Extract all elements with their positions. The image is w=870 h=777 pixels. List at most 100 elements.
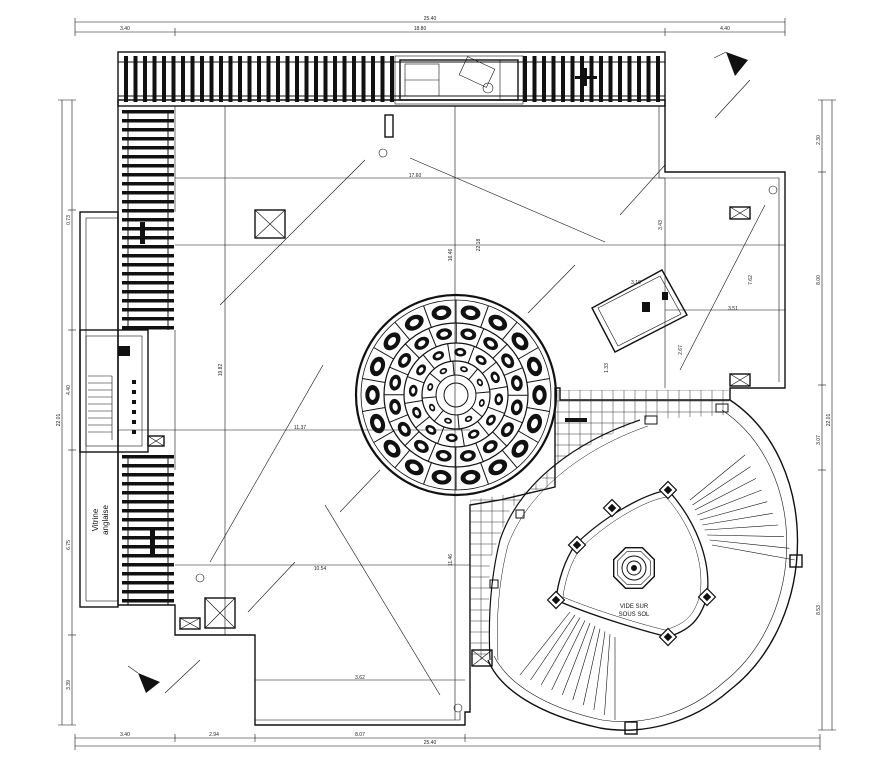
dome-outer-ring (354, 293, 558, 497)
fountain-octagon-inner (617, 551, 651, 585)
spiral-stair-tread (593, 631, 606, 711)
dome-coffer-core (463, 453, 472, 459)
vitrine-label-line1: Vitrine (91, 508, 100, 531)
dome-coffer-core (480, 401, 484, 405)
dome-rib (487, 406, 505, 414)
pergola-slat (122, 527, 174, 531)
pergola-slat (122, 326, 174, 330)
dome-rib (415, 416, 430, 429)
pergola-slat (122, 299, 174, 303)
pergola-slat (295, 56, 299, 102)
pergola-slat (143, 56, 147, 102)
dim-1-33: 1.33 (604, 363, 610, 373)
pergola-slat (570, 56, 575, 102)
pergola-slat (122, 473, 174, 477)
fountain-octagon (613, 547, 655, 589)
pergola-slat (122, 308, 174, 312)
dome-coffer-core (411, 387, 416, 394)
dim-top-seg-1: 3.40 (120, 26, 130, 32)
pergola-slat (122, 128, 174, 132)
dome-coffer-core (369, 390, 376, 400)
pergola-slat (646, 56, 651, 102)
pergola-slat (608, 56, 613, 102)
pergola-slat (122, 563, 174, 567)
void-label: VIDE SUR SOUS SOL (619, 604, 650, 618)
dome-ring (403, 342, 509, 448)
pergola-slat (122, 119, 174, 123)
dim-3-51: 3.51 (728, 306, 738, 312)
dim-10-54: 10.54 (314, 566, 327, 572)
dome-rib (475, 391, 490, 394)
pergola-slat (122, 254, 174, 258)
spiral-stair-tread (694, 478, 757, 511)
dome-rib (422, 396, 437, 399)
post (644, 415, 658, 425)
stair-mark (132, 420, 136, 424)
pergola-slat (285, 56, 290, 102)
pergola-slat (122, 500, 174, 504)
pergola-slat (122, 491, 174, 495)
dim-top-seg-3: 4.40 (720, 26, 730, 32)
dome-coffer-core (462, 367, 466, 371)
pergola-slat (122, 272, 174, 276)
dome-rib (394, 449, 411, 469)
dome-coffer-core (514, 379, 520, 388)
spiral-stair-tread (530, 614, 576, 681)
spiral-stair-tread (519, 611, 571, 676)
dome-coffer-core (417, 443, 425, 450)
dome-coffer-core (414, 409, 419, 416)
dome-coffer-core (448, 435, 455, 440)
dome-coffer-core (428, 427, 434, 433)
roof-fixtures (140, 68, 803, 735)
dome-rib (518, 347, 539, 360)
dome-rib (389, 366, 409, 376)
dim-bottom-seg-2: 2.94 (209, 732, 219, 738)
pergola-slat (122, 146, 174, 150)
spiral-stair-tread (707, 534, 784, 537)
dome-rib (477, 421, 490, 436)
dome-coffer-core (440, 331, 449, 337)
pergola-slat (122, 191, 174, 195)
dome-coffer-core (439, 453, 448, 459)
dome-coffer-core (387, 444, 397, 454)
dome-rib (503, 414, 523, 424)
dim-11-46: 11.46 (448, 554, 454, 566)
spiral-stair-tread (711, 544, 796, 561)
fountain-ring (621, 555, 647, 581)
dim-right-overall: 22.01 (826, 414, 832, 427)
pergola-slat (219, 56, 223, 102)
spiral-inner-wall-line (497, 425, 649, 661)
dome-coffer-core (387, 336, 397, 346)
void-label-line1: VIDE SUR (620, 604, 649, 610)
stair-mark (132, 410, 136, 414)
pergola-slat (171, 56, 176, 102)
dome-coffer-core (465, 473, 476, 481)
dim-right-seg-2: 8.00 (816, 275, 822, 285)
dim-left-overall: 22.01 (56, 414, 62, 427)
dome-rib (429, 372, 441, 383)
pergola-slat (181, 56, 185, 102)
pergola-slat (380, 56, 385, 102)
dim-bottom-seg-3: 8.07 (355, 732, 365, 738)
spiral-stair-tread (709, 539, 790, 549)
north-arrow-icon (713, 51, 748, 76)
dome-rib (501, 449, 518, 469)
pergola-slat (122, 581, 174, 585)
central-dome (354, 293, 558, 497)
pergola-slat (342, 56, 347, 102)
pergola-slat (122, 509, 174, 513)
spiral-stair-tread (692, 466, 751, 506)
void-column-core (663, 632, 673, 642)
dome-coffer-core (374, 418, 381, 429)
pergola-slat (257, 56, 261, 102)
dome-rib (482, 361, 497, 374)
dome-coffer-core (515, 336, 525, 346)
dome-coffer-core (478, 380, 482, 385)
dim-3-43: 3.43 (658, 220, 664, 230)
dome-rib (428, 328, 437, 348)
dome-coffer-core (493, 318, 503, 327)
pergola-slat (122, 200, 174, 204)
pergola-slat (122, 110, 174, 114)
void-balustrade-inner (562, 496, 702, 631)
pergola-slat (190, 56, 195, 102)
